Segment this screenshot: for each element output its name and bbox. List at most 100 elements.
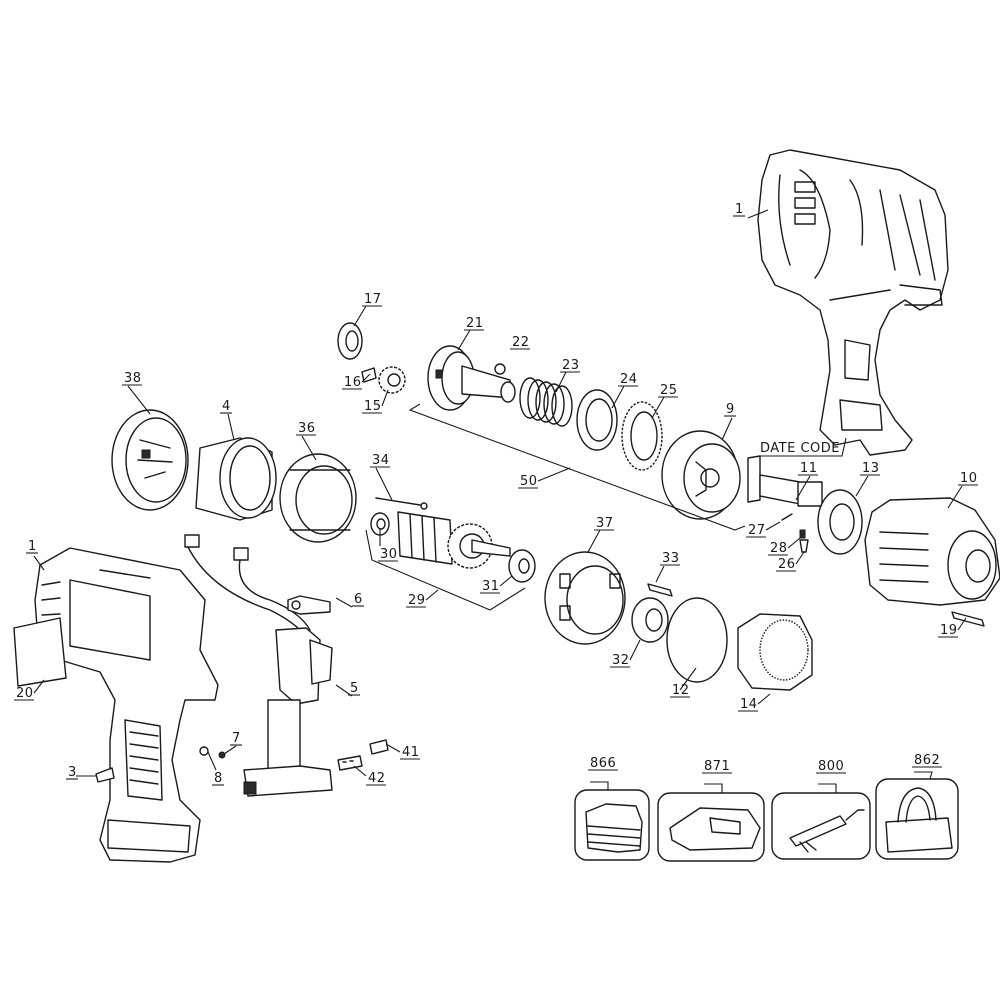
callout-28: 28: [768, 537, 801, 556]
callout-number: 1: [735, 202, 744, 217]
callout-10: 10: [947, 471, 978, 509]
callout-number: 26: [778, 557, 796, 572]
callout-number: 29: [408, 593, 426, 608]
callout-number: 24: [620, 372, 638, 387]
callout-5: 5: [335, 681, 360, 697]
callout-number: 30: [380, 547, 398, 562]
nut-8: [199, 746, 209, 756]
callout-layer: 1134567891011121314151617192021222324252…: [14, 202, 978, 786]
date-code-leader: [760, 437, 847, 457]
callout-16: 16: [342, 373, 371, 390]
washer-13: [817, 489, 863, 555]
callout-number: 33: [662, 551, 680, 566]
callout-6: 6: [335, 592, 364, 608]
callout-number: 1: [28, 539, 37, 554]
callout-number: 28: [770, 541, 788, 556]
accessory-code-871: 871: [704, 759, 730, 774]
brush-holder-36: [279, 453, 357, 543]
callout-20: 20: [14, 679, 45, 701]
callout-number: 31: [482, 579, 500, 594]
screw-7: [218, 751, 226, 759]
callout-number: 27: [748, 523, 766, 538]
callout-number: 3: [68, 765, 77, 780]
callout-37: 37: [587, 516, 614, 553]
callout-24: 24: [611, 372, 638, 409]
callout-number: 25: [660, 383, 678, 398]
fuse-41: [369, 739, 389, 755]
ball-26: [799, 539, 809, 553]
callout-41: 41: [385, 743, 420, 760]
callout-number: 21: [466, 316, 484, 331]
callout-3: 3: [66, 765, 96, 780]
callout-42: 42: [353, 765, 386, 786]
callout-number: 34: [372, 453, 390, 468]
callout-11: 11: [795, 461, 818, 501]
callout-number: 23: [562, 358, 580, 373]
housing-right-half: [757, 149, 949, 456]
callout-number: 41: [402, 745, 420, 760]
wire-harness: [184, 534, 311, 631]
callout-number: 12: [672, 683, 690, 698]
callout-number: 22: [512, 335, 530, 350]
callout-number: 50: [520, 474, 538, 489]
thrust-bearing-25: [621, 401, 663, 471]
callout-15: 15: [362, 389, 389, 414]
housing-left-half: [34, 547, 219, 863]
hammer-9: [661, 430, 741, 520]
callout-25: 25: [651, 383, 678, 419]
callout-9: 9: [721, 402, 736, 441]
gearbox-37: [544, 551, 626, 645]
armature-29: [370, 497, 511, 569]
washer-24: [576, 389, 618, 451]
washer-17: [337, 322, 363, 360]
accessory-bag-862: [875, 771, 959, 860]
accessory-code-862: 862: [914, 753, 940, 768]
callout-27: 27: [746, 521, 781, 538]
switch-5: [243, 627, 333, 797]
callout-number: 17: [364, 292, 382, 307]
magnet-housing-4: [195, 437, 277, 521]
callout-number: 15: [364, 399, 382, 414]
callout-22: 22: [510, 335, 530, 350]
spindle-assembly-21: [427, 345, 516, 411]
callout-23: 23: [555, 358, 580, 393]
pin-27: [781, 513, 793, 521]
callout-26: 26: [776, 551, 805, 572]
callout-29: 29: [406, 589, 439, 608]
callout-number: 14: [740, 697, 758, 712]
ball-22: [494, 363, 506, 375]
callout-number: 9: [726, 402, 735, 417]
callout-number: 13: [862, 461, 880, 476]
callout-33: 33: [655, 551, 680, 583]
callout-number: 6: [354, 592, 363, 607]
callout-19: 19: [938, 617, 967, 638]
end-cap-38: [111, 409, 189, 511]
callout-21: 21: [457, 316, 484, 351]
bearing-32: [631, 597, 669, 643]
callout-30: 30: [378, 528, 398, 562]
callout-17: 17: [353, 292, 382, 327]
callout-34: 34: [370, 453, 393, 501]
callout-7: 7: [223, 731, 242, 755]
callout-8: 8: [207, 751, 224, 786]
callout-31: 31: [480, 575, 513, 594]
callout-number: 37: [596, 516, 614, 531]
connector-6: [287, 595, 331, 615]
callout-number: 4: [222, 399, 231, 414]
accessory-charger-871: [657, 783, 765, 862]
callout-number: 19: [940, 623, 958, 638]
callout-number: 8: [214, 771, 223, 786]
callout-36: 36: [296, 421, 317, 461]
anvil-11: [747, 455, 823, 507]
accessory-grease-gun-800: [771, 783, 871, 860]
callout-number: 36: [298, 421, 316, 436]
accessory-battery-866: [574, 781, 650, 861]
callout-number: 5: [350, 681, 359, 696]
screw-19: [951, 611, 985, 627]
callout-14: 14: [738, 693, 771, 712]
gear-15: [378, 366, 406, 394]
accessory-code-866: 866: [590, 756, 616, 771]
screw-3: [95, 767, 115, 783]
